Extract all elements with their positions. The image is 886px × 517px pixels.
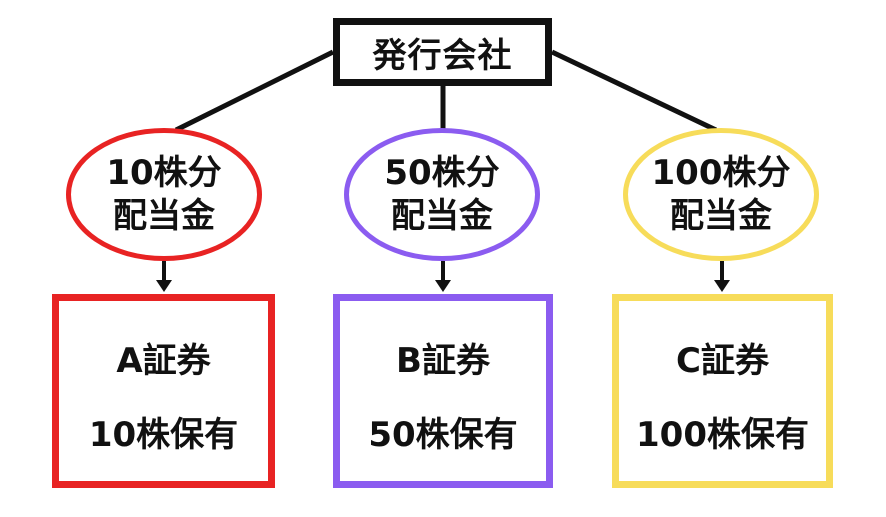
holder-box-b: B証券 50株保有: [333, 294, 553, 488]
holder-broker-b: B証券: [396, 341, 490, 381]
connector-issuer-to-dividend-c: [550, 49, 718, 133]
dividend-shares-c: 100株分: [651, 153, 791, 193]
dividend-ellipse-b: 50株分 配当金: [344, 128, 540, 261]
issuer-box: 発行会社: [333, 18, 552, 86]
holder-broker-a: A証券: [116, 341, 211, 381]
holder-holding-a: 10株保有: [88, 415, 239, 455]
holder-box-c: C証券 100株保有: [612, 294, 833, 488]
dividend-ellipse-c: 100株分 配当金: [623, 128, 819, 261]
dividend-shares-b: 50株分: [384, 153, 500, 193]
dividend-label-b: 配当金: [391, 195, 493, 236]
arrow-head-c: [714, 280, 730, 292]
holder-broker-c: C証券: [676, 341, 769, 381]
dividend-label-a: 配当金: [113, 195, 215, 236]
issuer-label: 発行会社: [372, 35, 513, 76]
dividend-ellipse-a: 10株分 配当金: [66, 128, 262, 261]
holder-box-a: A証券 10株保有: [52, 294, 275, 488]
dividend-label-c: 配当金: [670, 195, 772, 236]
holder-holding-b: 50株保有: [368, 415, 518, 455]
arrow-head-b: [435, 280, 451, 292]
arrow-head-a: [156, 280, 172, 292]
connector-issuer-to-dividend-a: [174, 49, 335, 133]
holder-holding-c: 100株保有: [636, 415, 809, 455]
dividend-shares-a: 10株分: [106, 153, 222, 193]
